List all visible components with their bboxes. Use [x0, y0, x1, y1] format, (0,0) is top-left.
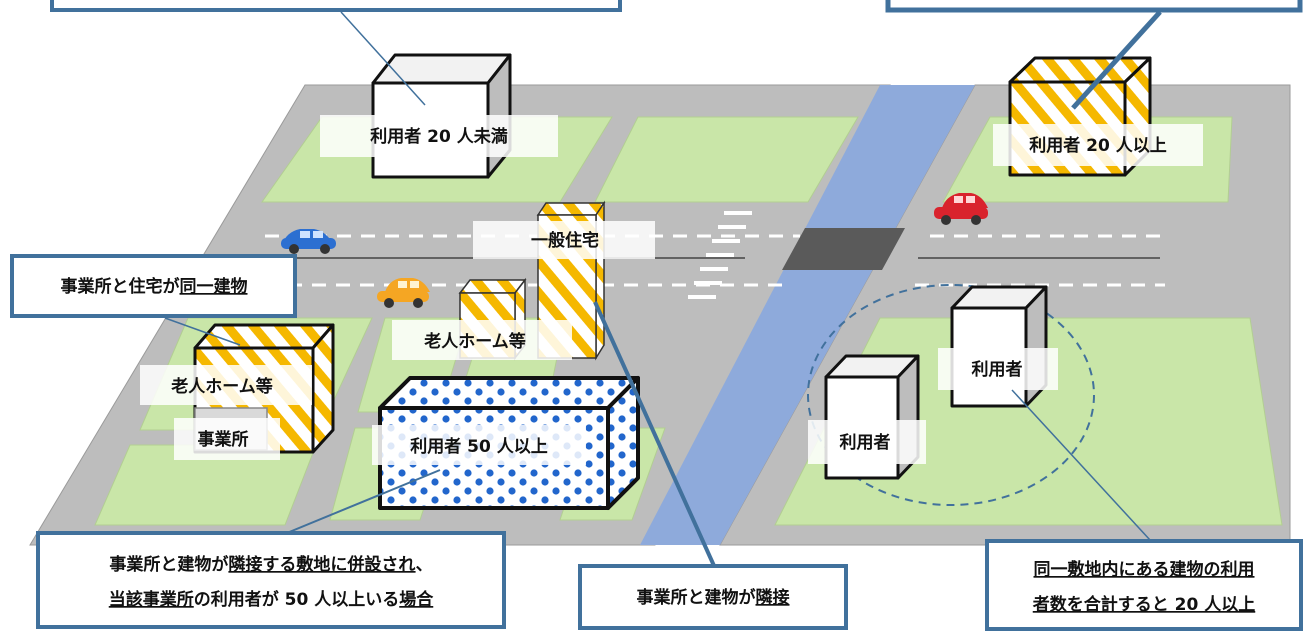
label-user-b: 利用者 — [972, 359, 1023, 380]
leader-same-site — [1011, 389, 1151, 541]
label-bg-top-right — [993, 124, 1203, 166]
callout-same-site — [985, 539, 1303, 631]
callout-same-site-line2: 者数を合計すると 20 人以上 — [1032, 594, 1256, 615]
label-bg-dotted — [372, 425, 586, 465]
leader-same-building — [164, 317, 241, 346]
leader-adjacent — [593, 301, 717, 569]
callout-adjacent-site — [36, 531, 506, 629]
callout-same-building-a: 事業所と住宅が — [61, 276, 180, 297]
callout-same-site-line1: 同一敷地内にある建物の利用 — [1034, 559, 1255, 580]
label-office: 事業所 — [198, 429, 249, 450]
label-bg-general-house — [473, 221, 655, 259]
callout-adjacent-a: 事業所と建物が — [637, 587, 756, 608]
label-building-top-right: 利用者 20 人以上 — [1029, 135, 1167, 156]
callout-adjacent-site-line2: 当該事業所の利用者が 50 人以上いる場合 — [109, 589, 434, 610]
callout-adjacent-site-1b: 隣接する敷地に併設され — [228, 554, 415, 575]
label-bg-user-a — [808, 420, 926, 464]
callout-adjacent-site-1c: 、 — [416, 555, 433, 575]
callout-top-left — [50, 0, 622, 12]
car-red — [934, 193, 988, 225]
label-bg-top-left — [320, 115, 558, 157]
callout-same-building-text: 事業所と住宅が同一建物 — [61, 276, 248, 297]
label-nursing-home-small: 老人ホーム等 — [423, 331, 526, 352]
label-bg-nursing-left — [140, 365, 312, 405]
bridge — [782, 228, 905, 270]
label-general-house: 一般住宅 — [531, 230, 599, 251]
callout-top-right — [885, 0, 1303, 13]
callout-same-building-b: 同一建物 — [180, 276, 248, 297]
callout-adjacent — [578, 564, 848, 630]
lot-top-middle — [594, 116, 859, 203]
label-building-top-left: 利用者 20 人未満 — [370, 126, 508, 147]
callout-adjacent-site-2c: 場合 — [399, 589, 434, 610]
label-bg-office — [174, 418, 280, 460]
leader-adjacent-site — [264, 469, 441, 543]
label-user-a: 利用者 — [840, 432, 891, 453]
label-building-dotted: 利用者 50 人以上 — [410, 436, 548, 457]
label-bg-nursing-small — [392, 320, 572, 360]
crosswalk — [688, 211, 752, 299]
leader-top-left — [340, 11, 426, 106]
leader-top-right — [1071, 10, 1162, 110]
callout-adjacent-site-line1: 事業所と建物が隣接する敷地に併設され、 — [109, 554, 432, 575]
callout-adjacent-site-2a: 当該事業所 — [109, 589, 194, 610]
callout-adjacent-b: 隣接 — [756, 587, 790, 608]
car-blue — [281, 229, 336, 254]
label-bg-user-b — [938, 348, 1058, 390]
callout-adjacent-site-2b: の利用者が 50 人以上いる — [194, 589, 400, 610]
callout-same-building — [10, 254, 297, 318]
car-orange — [377, 278, 430, 308]
callout-adjacent-site-1a: 事業所と建物が — [109, 554, 228, 575]
same-site-ellipse — [807, 284, 1095, 506]
river — [640, 85, 975, 545]
label-nursing-home-left: 老人ホーム等 — [170, 376, 273, 397]
callout-adjacent-text: 事業所と建物が隣接 — [637, 587, 790, 608]
